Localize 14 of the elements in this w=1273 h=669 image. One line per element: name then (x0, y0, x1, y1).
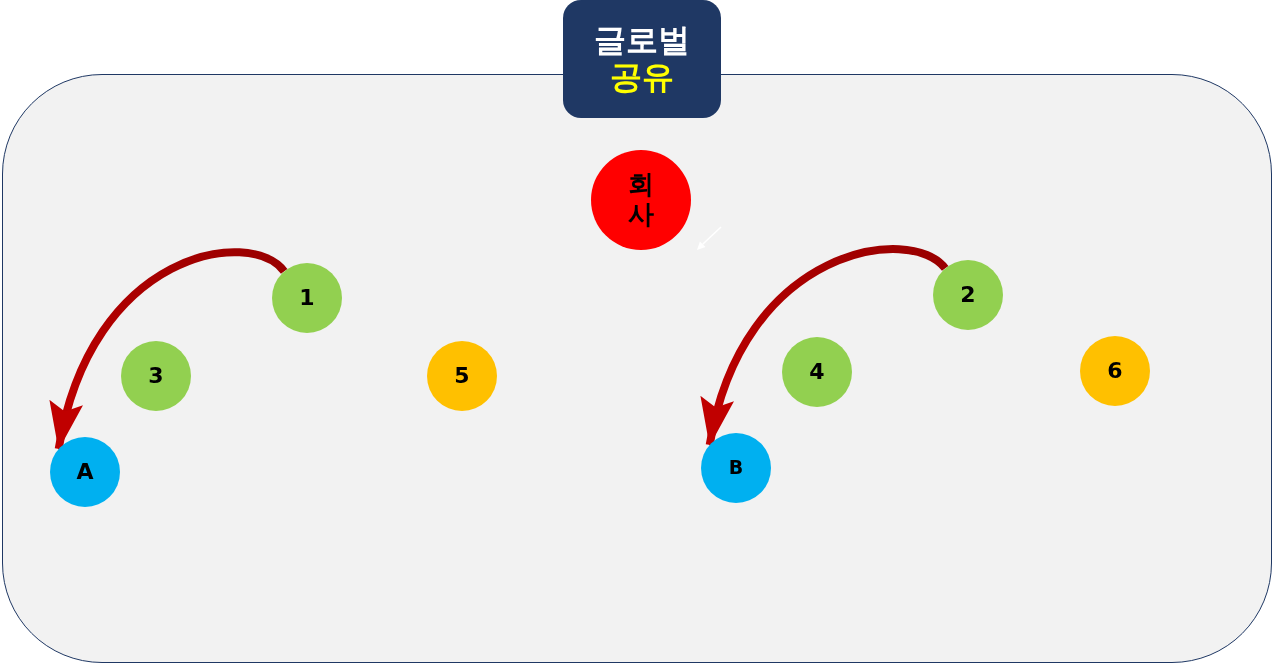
title-text: 글로벌 (594, 22, 690, 59)
circle-label: 1 (299, 285, 315, 311)
circle-label: 5 (454, 363, 470, 389)
circle-label: 4 (809, 359, 825, 385)
circle-label: 3 (148, 363, 164, 389)
curved-arrow (703, 245, 948, 446)
circle-label: A (76, 459, 94, 485)
subtitle-text: 공유 (610, 59, 674, 96)
circle-label: 2 (960, 282, 976, 308)
title-box (563, 0, 721, 118)
circle-label: 회사 (627, 170, 655, 230)
circle-label: B (728, 457, 744, 479)
curved-arrow (52, 248, 287, 450)
circle-label: 6 (1107, 358, 1123, 384)
